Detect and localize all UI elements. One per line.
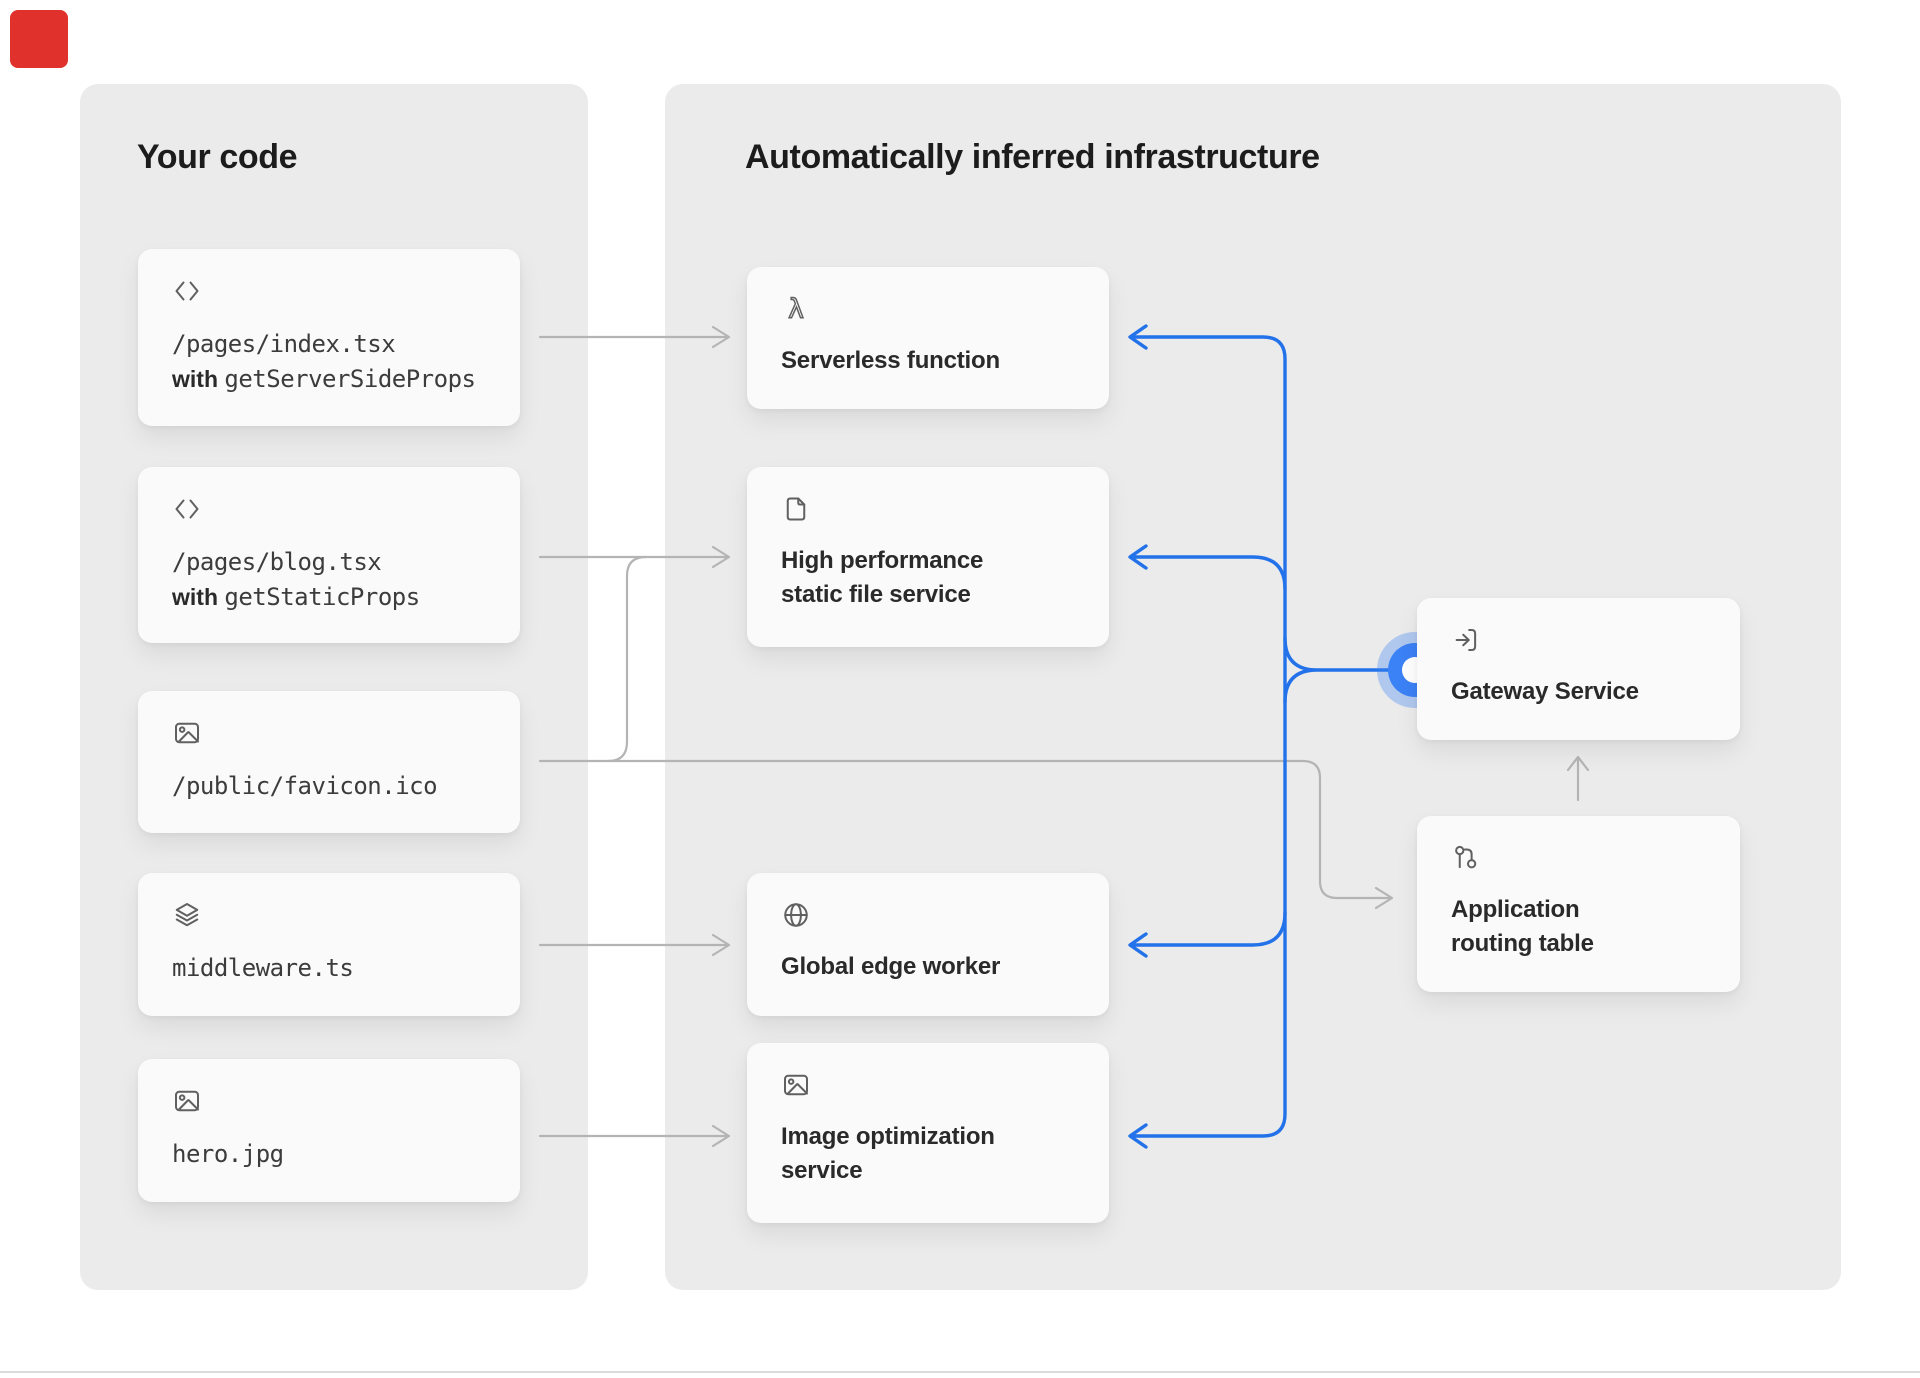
code-card-favicon[interactable]: /public/favicon.ico (138, 691, 520, 833)
layers-icon (175, 903, 199, 927)
bottom-divider (0, 1371, 1920, 1373)
service-card-edge-worker[interactable]: Global edge worker (747, 873, 1109, 1016)
file-detail: with getServerSideProps (172, 365, 476, 393)
globe-icon (784, 903, 808, 927)
service-label: High performance static file service (781, 547, 984, 609)
red-corner-badge (10, 10, 68, 68)
image-icon (175, 1090, 200, 1112)
service-label: Image optimization service (781, 1123, 995, 1185)
your-code-title: Your code (137, 138, 298, 176)
service-label: Application routing table (1451, 896, 1594, 958)
service-card-gateway[interactable]: Gateway Service (1417, 598, 1740, 740)
service-card-image-optimization[interactable]: Image optimization service (747, 1043, 1109, 1223)
file-path: middleware.ts (172, 954, 354, 982)
code-icon (175, 281, 199, 301)
lambda-icon: λ (787, 294, 804, 324)
inferred-infrastructure-title: Automatically inferred infrastructure (745, 138, 1320, 176)
file-path: /pages/blog.tsx (172, 548, 382, 576)
code-card-hero[interactable]: hero.jpg (138, 1059, 520, 1202)
code-card-middleware[interactable]: middleware.ts (138, 873, 520, 1016)
file-icon (786, 497, 806, 521)
service-card-routing-table[interactable]: Application routing table (1417, 816, 1740, 992)
file-path: hero.jpg (172, 1140, 284, 1168)
code-card-index[interactable]: /pages/index.tsx with getServerSideProps (138, 249, 520, 426)
code-card-blog[interactable]: /pages/blog.tsx with getStaticProps (138, 467, 520, 643)
svg-text:λ: λ (788, 295, 804, 324)
image-icon (175, 722, 200, 744)
connector-favicon-branch-to-static (606, 555, 648, 763)
service-label: Global edge worker (781, 953, 1001, 980)
service-label: Gateway Service (1451, 678, 1639, 705)
file-path: /pages/index.tsx (172, 330, 396, 358)
file-detail: with getStaticProps (172, 583, 420, 611)
service-label: Serverless function (781, 347, 1000, 374)
image-icon (784, 1074, 809, 1096)
route-icon (1455, 845, 1477, 869)
enter-icon (1455, 629, 1477, 651)
file-path: /public/favicon.ico (172, 772, 438, 800)
code-icon (175, 499, 199, 519)
service-card-serverless[interactable]: λ Serverless function (747, 267, 1109, 409)
service-card-static-files[interactable]: High performance static file service (747, 467, 1109, 647)
